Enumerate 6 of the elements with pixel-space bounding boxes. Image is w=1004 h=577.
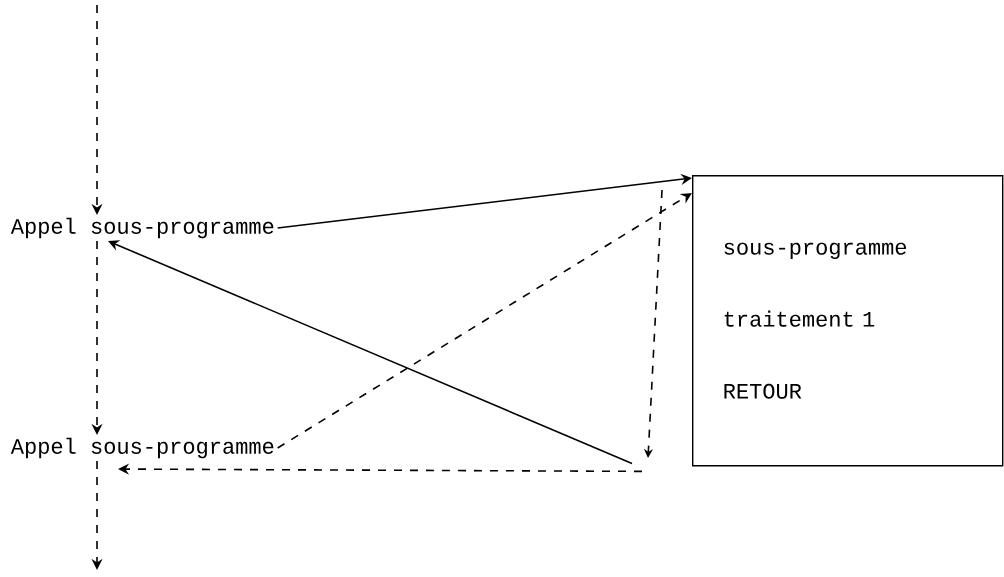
call-label: Appel sous-programme [10, 437, 274, 459]
subroutine-box: sous-programme traitement 1 RETOUR [692, 175, 1004, 467]
arrow [276, 193, 692, 449]
arrow [108, 240, 633, 465]
call-label: Appel sous-programme [10, 217, 274, 239]
arrow [276, 173, 692, 229]
